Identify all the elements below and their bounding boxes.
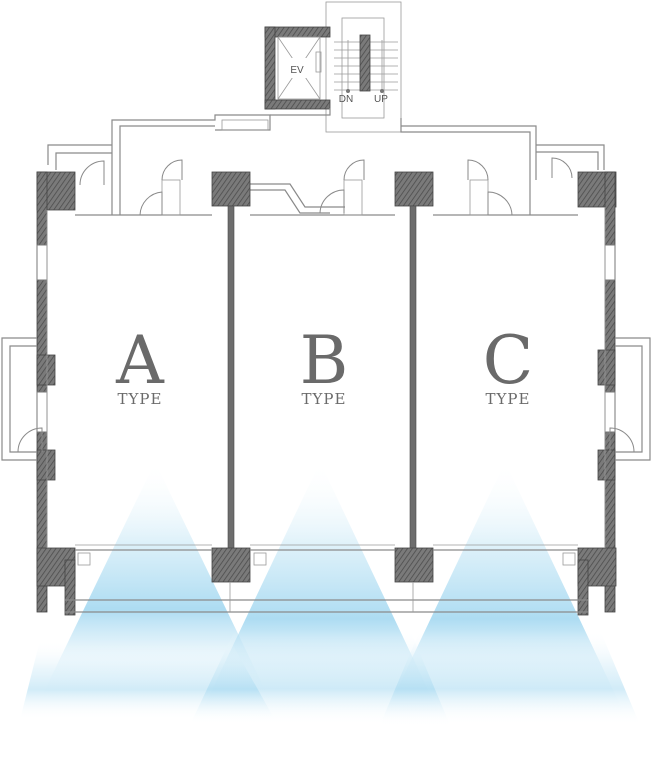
unit-a-type: TYPE xyxy=(118,390,163,408)
core: EV DN UP xyxy=(264,1,402,133)
unit-c-letter: C xyxy=(483,322,534,399)
unit-b-label: B TYPE xyxy=(300,322,349,408)
unit-b-type: TYPE xyxy=(302,390,347,408)
elevator-label: EV xyxy=(290,65,304,76)
light-beam-b-lower xyxy=(190,630,450,725)
light-beam-c-lower xyxy=(380,630,640,725)
corridor xyxy=(111,108,537,215)
unit-a-label: A TYPE xyxy=(115,322,165,408)
entry-doors xyxy=(79,157,573,216)
stair-down-label: DN xyxy=(339,94,353,105)
unit-c-type: TYPE xyxy=(486,390,531,408)
building-shell xyxy=(1,144,651,616)
stair-up-label: UP xyxy=(374,94,388,105)
unit-b-letter: B xyxy=(300,322,349,399)
unit-c-label: C TYPE xyxy=(483,322,534,408)
light-beams xyxy=(20,462,640,725)
unit-a-letter: A xyxy=(115,322,165,399)
